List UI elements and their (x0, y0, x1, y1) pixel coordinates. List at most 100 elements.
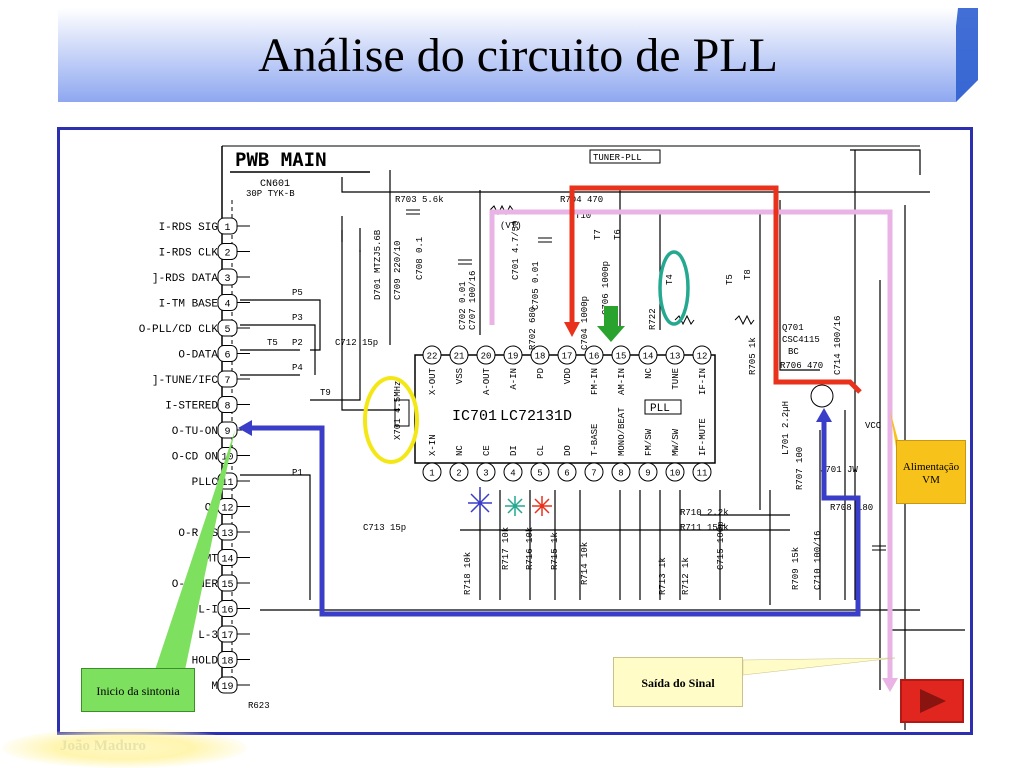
ic-part: LC72131D (500, 408, 572, 425)
ic-pin (584, 345, 604, 365)
ic-pin-name: FM-IN (590, 368, 600, 395)
fm-in-arrow (597, 306, 625, 342)
ic-pin-name: A-OUT (482, 367, 492, 395)
c702-label: C702 0.01 (458, 281, 468, 330)
connector-pin-number: 19 (221, 682, 233, 693)
connector-pin-number: 1 (224, 223, 230, 234)
c710-label: C710 100/16 (813, 531, 823, 590)
connector-pin-label: L-3 (198, 630, 218, 642)
callout-inicio-sintonia: Inicio da sintonia (81, 668, 195, 712)
next-slide-button[interactable] (900, 679, 964, 723)
ic-pin-name: VSS (455, 368, 465, 384)
r710-label: R710 2.2k (680, 508, 729, 518)
c712-label: C712 15p (335, 338, 378, 348)
ic-ref: IC701 (452, 408, 497, 425)
ic-pin (449, 462, 469, 482)
alimentacao-line1: Alimentação (902, 461, 960, 473)
ic-pin-name: IF-MUTE (698, 418, 708, 456)
q701-part-label: CSC4115 (782, 335, 820, 345)
ic-pin (530, 345, 550, 365)
ic-pin (476, 345, 496, 365)
connector-pin-number: 6 (224, 351, 230, 362)
connector-pin-label: ]-RDS DATA (152, 273, 218, 285)
ic-pin-name: CE (482, 445, 492, 456)
ic-pin (638, 462, 658, 482)
ic-pin-name: IF-IN (698, 368, 708, 395)
d701-label: D701 MTZJ5.6B (373, 229, 383, 300)
c713-label: C713 15p (363, 523, 406, 533)
signal-output-arrow (882, 678, 898, 692)
ic-bottom-pins: 1X-IN2NC3CE4DI5CL6DO7T-BASE8MONO/BEAT9FM… (422, 407, 712, 482)
c708-label: C708 0.1 (415, 237, 425, 280)
ic-pin (638, 345, 658, 365)
connector-pin-number: 18 (221, 657, 233, 668)
ic-pin-number: 14 (643, 352, 654, 362)
connector-pin-number: 3 (224, 274, 230, 285)
crystal-label: X701 4.5MHz (393, 381, 403, 440)
svg-text:P1: P1 (292, 468, 303, 478)
connector-pin-number: 15 (221, 580, 233, 591)
tune-highlight (658, 250, 690, 326)
ic-pin-name: PD (536, 368, 546, 379)
connector-pin-label: I-STERED (165, 401, 218, 413)
saida-pointer (742, 657, 896, 676)
ic-pin-number: 18 (535, 352, 546, 362)
svg-text:P3: P3 (292, 313, 303, 323)
svg-text:T4: T4 (665, 274, 675, 285)
r714-label: R714 10k (580, 542, 590, 585)
ic-pin (476, 462, 496, 482)
ic-pin-number: 1 (429, 469, 434, 479)
ic-pin (422, 345, 442, 365)
ic-pin-name: MW/SW (671, 428, 681, 456)
ic-pin (665, 345, 685, 365)
ic-pin (557, 462, 577, 482)
c715-label: C715 100p (716, 521, 726, 570)
svg-text:T8: T8 (743, 269, 753, 280)
r715-label: R715 1k (550, 532, 560, 570)
ic-pin-number: 16 (589, 352, 600, 362)
callout-saida-sinal: Saída do Sinal (613, 657, 743, 707)
play-triangle-icon (920, 689, 946, 713)
connector-pin-label: O-TU-ON (172, 426, 218, 438)
ic-pin (557, 345, 577, 365)
ic-pin-number: 6 (564, 469, 569, 479)
ic-pin (692, 345, 712, 365)
connector-pin-number: 9 (224, 427, 230, 438)
ic-badge-box (644, 399, 682, 415)
svg-text:P2: P2 (292, 338, 303, 348)
ic-pin (692, 462, 712, 482)
l701-label: L701 2.2µH (781, 401, 791, 455)
connector-pin-number: 12 (221, 504, 233, 515)
data-line-markers (468, 487, 552, 519)
ic-pin-number: 21 (454, 352, 465, 362)
board-label: PWB MAIN (235, 149, 327, 171)
ic-pin-name: A-IN (509, 368, 519, 390)
connector-pin-label: ]-TUNE/IFC (152, 375, 218, 387)
ic-pin-name: DO (563, 445, 573, 456)
ic-pin-number: 10 (670, 469, 681, 479)
connector-pin-number: 13 (221, 529, 233, 540)
r718-label: R718 10k (463, 552, 473, 595)
callout-alimentacao: Alimentação VM (896, 440, 966, 504)
connector-pin-label: O-DATA (178, 350, 218, 362)
connector-pin-number: 2 (224, 249, 230, 260)
connector-pin-label: O-CD ON (172, 452, 218, 464)
svg-text:T7: T7 (593, 229, 603, 240)
section-label: TUNER-PLL (593, 153, 642, 163)
connector-pin-number: 5 (224, 325, 230, 336)
c701-label: C701 4.7/50 (511, 221, 521, 280)
connector-pin-number: 4 (224, 300, 230, 311)
author-footer: João Maduro (60, 738, 146, 754)
ic-badge: PLL (650, 403, 670, 415)
ic-pin (611, 462, 631, 482)
r705-label: R705 1k (748, 337, 758, 375)
connector-pin-number: 17 (221, 631, 233, 642)
ic-pin (422, 462, 442, 482)
alimentacao-line2: VM (922, 474, 940, 486)
ic-pin (503, 345, 523, 365)
svg-text:T10: T10 (575, 211, 591, 221)
footer-glow (2, 728, 247, 768)
svg-text:T9: T9 (320, 388, 331, 398)
ic-pin-number: 19 (508, 352, 519, 362)
r713-label: R713 1k (658, 557, 668, 595)
